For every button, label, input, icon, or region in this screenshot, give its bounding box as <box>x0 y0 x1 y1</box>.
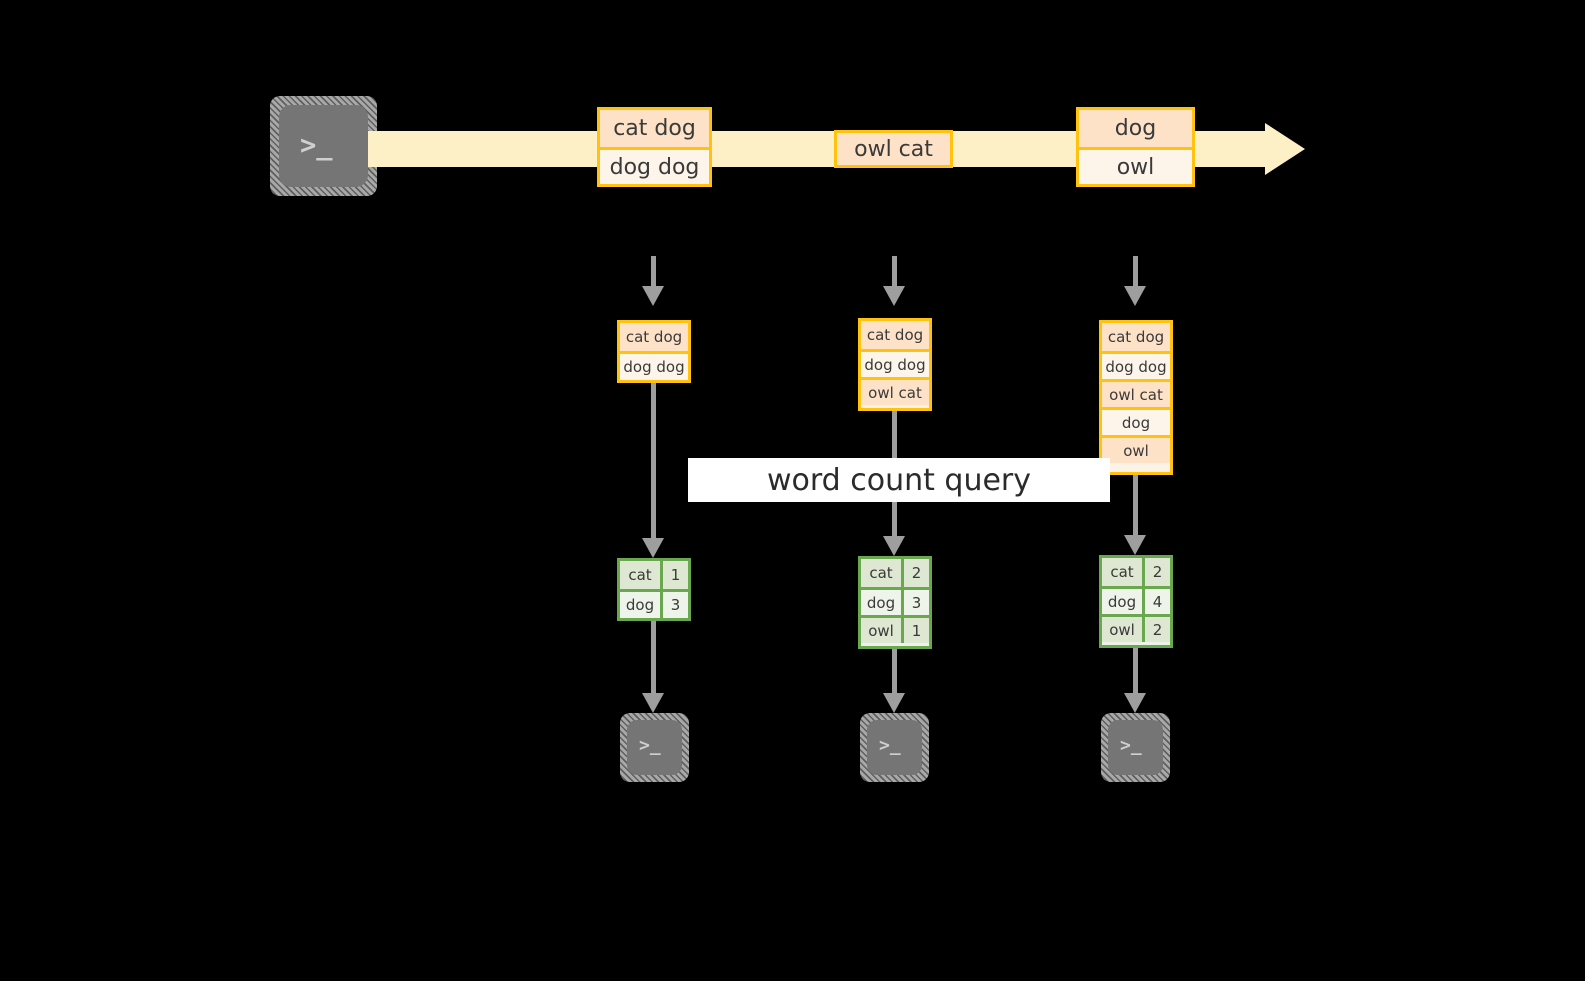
stream-batch-2: owl cat <box>834 130 953 168</box>
input-line: cat dog <box>1102 323 1170 351</box>
terminal-screen <box>867 720 922 775</box>
result-row: owl 2 <box>1102 614 1170 642</box>
snapshot-1-trigger-arrowhead <box>642 286 664 306</box>
terminal-screen <box>279 105 368 187</box>
stream-batch-1: cat dog dog dog <box>597 107 712 187</box>
result-row: dog 3 <box>861 587 929 615</box>
snapshot-2-input-table: cat dog dog dog owl cat <box>858 318 932 411</box>
input-line: cat dog <box>620 323 688 351</box>
result-row: cat 2 <box>861 559 929 587</box>
result-count: 1 <box>663 561 688 589</box>
terminal-prompt-glyph: >_ <box>1120 735 1142 756</box>
result-row: owl 1 <box>861 615 929 643</box>
result-row: dog 4 <box>1102 586 1170 614</box>
input-line: owl cat <box>1102 379 1170 407</box>
snapshot-3-trigger-line <box>1133 256 1138 286</box>
result-count: 2 <box>904 559 929 587</box>
result-word: cat <box>1102 558 1145 586</box>
result-row: cat 1 <box>620 561 688 589</box>
terminal-screen <box>1108 720 1163 775</box>
snapshot-3-sink-line <box>1133 648 1138 693</box>
input-line: dog dog <box>861 349 929 377</box>
snapshot-1-query-arrowhead <box>642 538 664 558</box>
result-word: cat <box>861 559 904 587</box>
terminal-screen <box>627 720 682 775</box>
input-line: dog dog <box>1102 351 1170 379</box>
result-word: dog <box>620 592 663 618</box>
result-count: 2 <box>1145 558 1170 586</box>
input-line: cat dog <box>861 321 929 349</box>
snapshot-2-result-table: cat 2 dog 3 owl 1 <box>858 556 932 649</box>
snapshot-3-sink-arrowhead <box>1124 693 1146 713</box>
record-line: cat dog <box>600 110 709 147</box>
snapshot-3-result-table: cat 2 dog 4 owl 2 <box>1099 555 1173 648</box>
snapshot-3-query-arrowhead <box>1124 535 1146 555</box>
result-row: dog 3 <box>620 589 688 618</box>
snapshot-1-input-table: cat dog dog dog <box>617 320 691 383</box>
query-label: word count query <box>688 458 1110 502</box>
snapshot-3-query-line <box>1133 475 1138 535</box>
result-row: cat 2 <box>1102 558 1170 586</box>
result-count: 4 <box>1145 589 1170 614</box>
snapshot-2-sink-line <box>892 649 897 693</box>
snapshot-2-query-arrowhead <box>883 536 905 556</box>
record-line: owl <box>1079 147 1192 184</box>
result-count: 1 <box>904 618 929 643</box>
snapshot-3-trigger-arrowhead <box>1124 286 1146 306</box>
result-word: cat <box>620 561 663 589</box>
snapshot-2-trigger-arrowhead <box>883 286 905 306</box>
result-word: dog <box>861 590 904 615</box>
stream-batch-3: dog owl <box>1076 107 1195 187</box>
result-word: owl <box>861 618 904 643</box>
terminal-prompt-glyph: >_ <box>300 130 333 161</box>
result-count: 3 <box>663 592 688 618</box>
input-line: dog dog <box>620 351 688 379</box>
input-line: owl cat <box>861 377 929 405</box>
result-count: 3 <box>904 590 929 615</box>
record-line: owl cat <box>837 133 950 165</box>
record-line: dog dog <box>600 147 709 184</box>
record-line: dog <box>1079 110 1192 147</box>
snapshot-2-trigger-line <box>892 256 897 286</box>
snapshot-2-sink-arrowhead <box>883 693 905 713</box>
snapshot-3-input-table: cat dog dog dog owl cat dog owl <box>1099 320 1173 475</box>
terminal-prompt-glyph: >_ <box>639 735 661 756</box>
source-terminal-icon: >_ <box>270 96 377 196</box>
result-word: owl <box>1102 617 1145 642</box>
snapshot-3-sink-terminal-icon: >_ <box>1101 713 1170 782</box>
result-count: 2 <box>1145 617 1170 642</box>
snapshot-1-sink-arrowhead <box>642 693 664 713</box>
snapshot-1-result-table: cat 1 dog 3 <box>617 558 691 621</box>
snapshot-1-sink-line <box>651 621 656 693</box>
snapshot-1-query-line <box>651 383 656 538</box>
input-line: owl <box>1102 435 1170 463</box>
input-line: dog <box>1102 407 1170 435</box>
terminal-prompt-glyph: >_ <box>879 735 901 756</box>
result-word: dog <box>1102 589 1145 614</box>
stream-arrow-head <box>1265 123 1305 175</box>
snapshot-1-sink-terminal-icon: >_ <box>620 713 689 782</box>
snapshot-1-trigger-line <box>651 256 656 286</box>
snapshot-2-sink-terminal-icon: >_ <box>860 713 929 782</box>
